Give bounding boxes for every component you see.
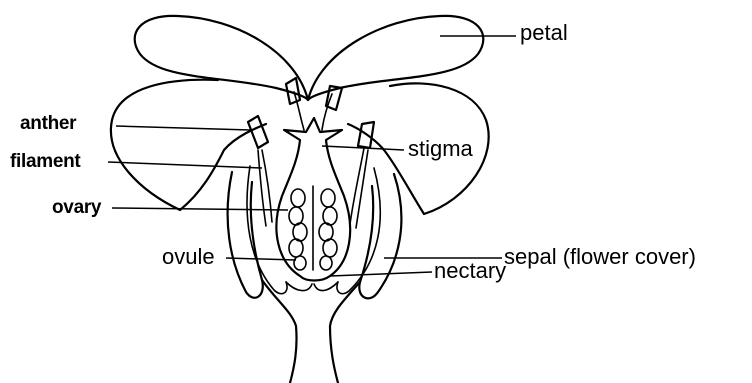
receptacle-right [330, 282, 360, 383]
label-ovary: ovary [52, 198, 101, 217]
label-nectary: nectary [434, 260, 506, 282]
petal-lower-left [111, 80, 266, 210]
leader-filament [108, 162, 262, 168]
nectary-right [314, 282, 338, 291]
label-anther: anther [20, 114, 76, 133]
label-stigma: stigma [408, 138, 473, 160]
petal-upper-left [135, 16, 308, 100]
receptacle [262, 280, 297, 383]
label-filament: filament [10, 152, 80, 171]
nectary-left [286, 282, 312, 291]
ovules-right [319, 189, 337, 270]
leader-anther [116, 126, 250, 130]
sepal-left [228, 172, 263, 298]
leader-nectary [330, 272, 432, 276]
ovules-left [289, 189, 307, 270]
sepal-right [359, 174, 401, 298]
leader-ovule [226, 258, 296, 260]
label-petal: petal [520, 22, 568, 44]
stamen-center-left [286, 78, 304, 130]
label-ovule: ovule [162, 246, 215, 268]
label-sepal: sepal (flower cover) [504, 246, 696, 268]
leader-ovary [112, 208, 288, 210]
